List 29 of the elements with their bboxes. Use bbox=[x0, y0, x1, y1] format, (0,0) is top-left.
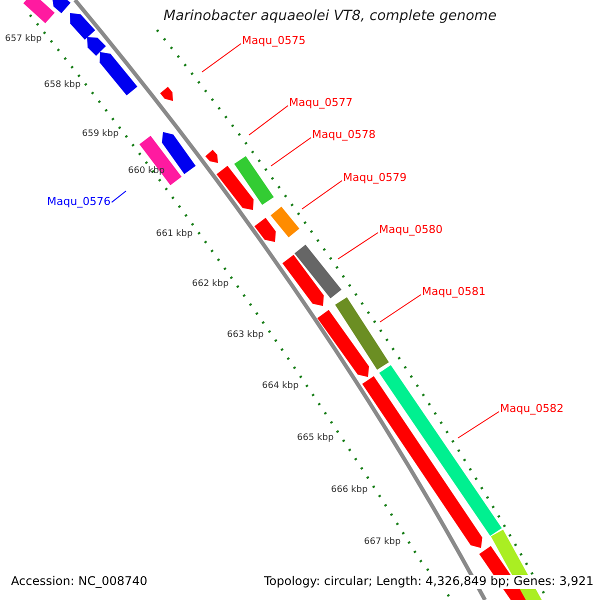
diagram-title: Marinobacter aquaeolei VT8, complete genome bbox=[162, 8, 498, 24]
gene-label: Maqu_0582 bbox=[500, 403, 564, 416]
leader-line bbox=[248, 105, 288, 136]
leader-line bbox=[202, 43, 242, 72]
tick-label: 658 kbp bbox=[44, 80, 81, 90]
gene-label: Maqu_0579 bbox=[343, 172, 407, 185]
leader-line bbox=[111, 190, 126, 203]
genome-info-text: Topology: circular; Length: 4,326,849 bp; Genes: 3,921 bbox=[262, 575, 596, 589]
leader-line bbox=[380, 294, 422, 322]
leader-line bbox=[458, 411, 500, 438]
gene-label: Maqu_0575 bbox=[242, 35, 306, 48]
tick-label: 662 kbp bbox=[192, 279, 229, 290]
gene-label: Maqu_0578 bbox=[312, 129, 376, 142]
tick-label: 663 kbp bbox=[227, 330, 264, 340]
leader-line bbox=[338, 232, 378, 260]
tick-label: 664 kbp bbox=[262, 381, 299, 392]
leader-line bbox=[270, 137, 312, 166]
tick-label: 661 kbp bbox=[156, 229, 193, 240]
tick-label: 665 kbp bbox=[297, 433, 334, 444]
gene-label: Maqu_0581 bbox=[422, 286, 486, 299]
tick-label: 666 kbp bbox=[331, 485, 368, 496]
gene-label: Maqu_0576 bbox=[47, 196, 111, 209]
accession-text: Accession: NC_008740 bbox=[9, 575, 150, 589]
gene-label: Maqu_0577 bbox=[289, 97, 353, 110]
tick-label: 667 kbp bbox=[364, 537, 401, 548]
gene-label: Maqu_0580 bbox=[379, 224, 443, 237]
tick-label: 659 kbp bbox=[82, 129, 119, 140]
leader-line bbox=[302, 180, 342, 210]
tick-label: 657 kbp bbox=[5, 34, 42, 44]
